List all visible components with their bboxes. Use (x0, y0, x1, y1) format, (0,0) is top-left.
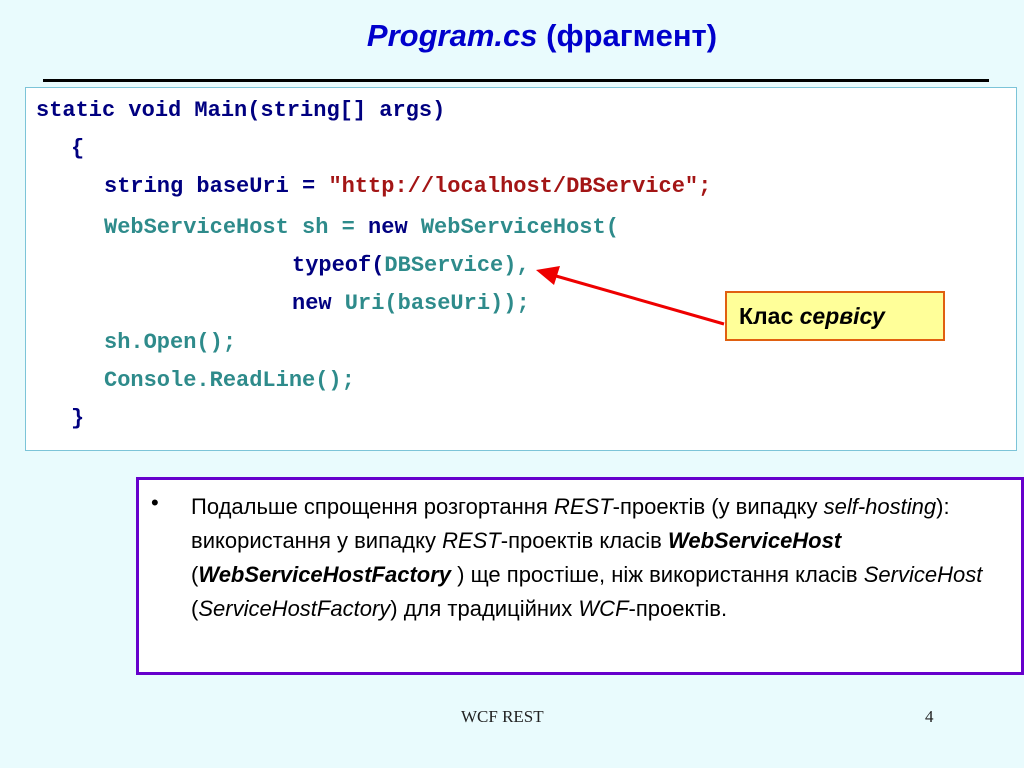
note-span: ServiceHostFactory (198, 596, 391, 621)
code-line-3-string: "http://localhost/DBService" (328, 174, 699, 199)
code-line-3-end: ; (698, 174, 712, 199)
code-line-7: sh.Open(); (104, 330, 237, 355)
title-divider (43, 79, 989, 82)
code-line-4-decl: WebServiceHost sh = (104, 215, 369, 240)
callout-label: Клас (739, 303, 800, 329)
note-span: ServiceHost (863, 562, 983, 587)
slide-title: Program.cs (фрагмент) (0, 18, 1024, 54)
note-span: Подальше спрощення розгортання (191, 494, 554, 519)
title-suffix: (фрагмент) (546, 18, 718, 53)
code-line-6: new Uri(baseUri)); (292, 291, 530, 317)
note-box: • Подальше спрощення розгортання REST-пр… (136, 477, 1024, 675)
page-number: 4 (925, 707, 934, 726)
note-span: WebServiceHostFactory (198, 562, 452, 587)
callout-label-italic: сервісу (799, 303, 885, 329)
code-line-2: { (71, 136, 85, 161)
note-span: WebServiceHost (667, 528, 842, 553)
note-span: REST (553, 494, 613, 519)
code-line-5-keyword: typeof( (292, 253, 385, 278)
callout-arrow-line (555, 274, 725, 326)
code-line-4-ctor: WebServiceHost( (407, 215, 619, 240)
code-line-1: static void Main(string[] args) (36, 98, 446, 123)
footer-title: WCF REST (461, 707, 544, 726)
code-line-9: } (71, 406, 85, 431)
code-line-4: WebServiceHost sh = new WebServiceHost( (104, 215, 619, 241)
code-line-3: string baseUri = "http://localhost/DBSer… (104, 174, 711, 200)
code-block: static void Main(string[] args) { string… (25, 87, 1017, 451)
title-filename: Program.cs (366, 18, 538, 53)
note-span: ( (191, 596, 199, 621)
code-line-3-decl: string baseUri = (104, 174, 329, 199)
code-line-6-rest: Uri(baseUri)); (331, 291, 530, 316)
note-span: ) для традиційних (390, 596, 579, 621)
note-span: -проектів класів (500, 528, 668, 553)
note-span: ): використання у випадку (191, 494, 950, 553)
code-line-4-keyword: new (368, 215, 408, 240)
bullet-marker: • (151, 490, 159, 515)
note-span: REST (442, 528, 501, 553)
note-span: self-hosting (823, 494, 937, 519)
note-span: -проектів (у випадку (612, 494, 824, 519)
code-line-6-keyword: new (292, 291, 332, 316)
note-span: WCF (578, 596, 629, 621)
note-span: ) ще простіше, ніж використання класів (451, 562, 864, 587)
note-text: Подальше спрощення розгортання REST-прое… (191, 490, 1011, 626)
code-line-8: Console.ReadLine(); (104, 368, 355, 393)
note-span: ( (191, 562, 199, 587)
callout-arrow-head (536, 266, 560, 285)
code-line-5: typeof(DBService), (292, 253, 530, 279)
code-line-5-type: DBService), (384, 253, 530, 278)
service-class-callout: Клас сервісу (725, 291, 945, 341)
note-span: -проектів. (628, 596, 728, 621)
